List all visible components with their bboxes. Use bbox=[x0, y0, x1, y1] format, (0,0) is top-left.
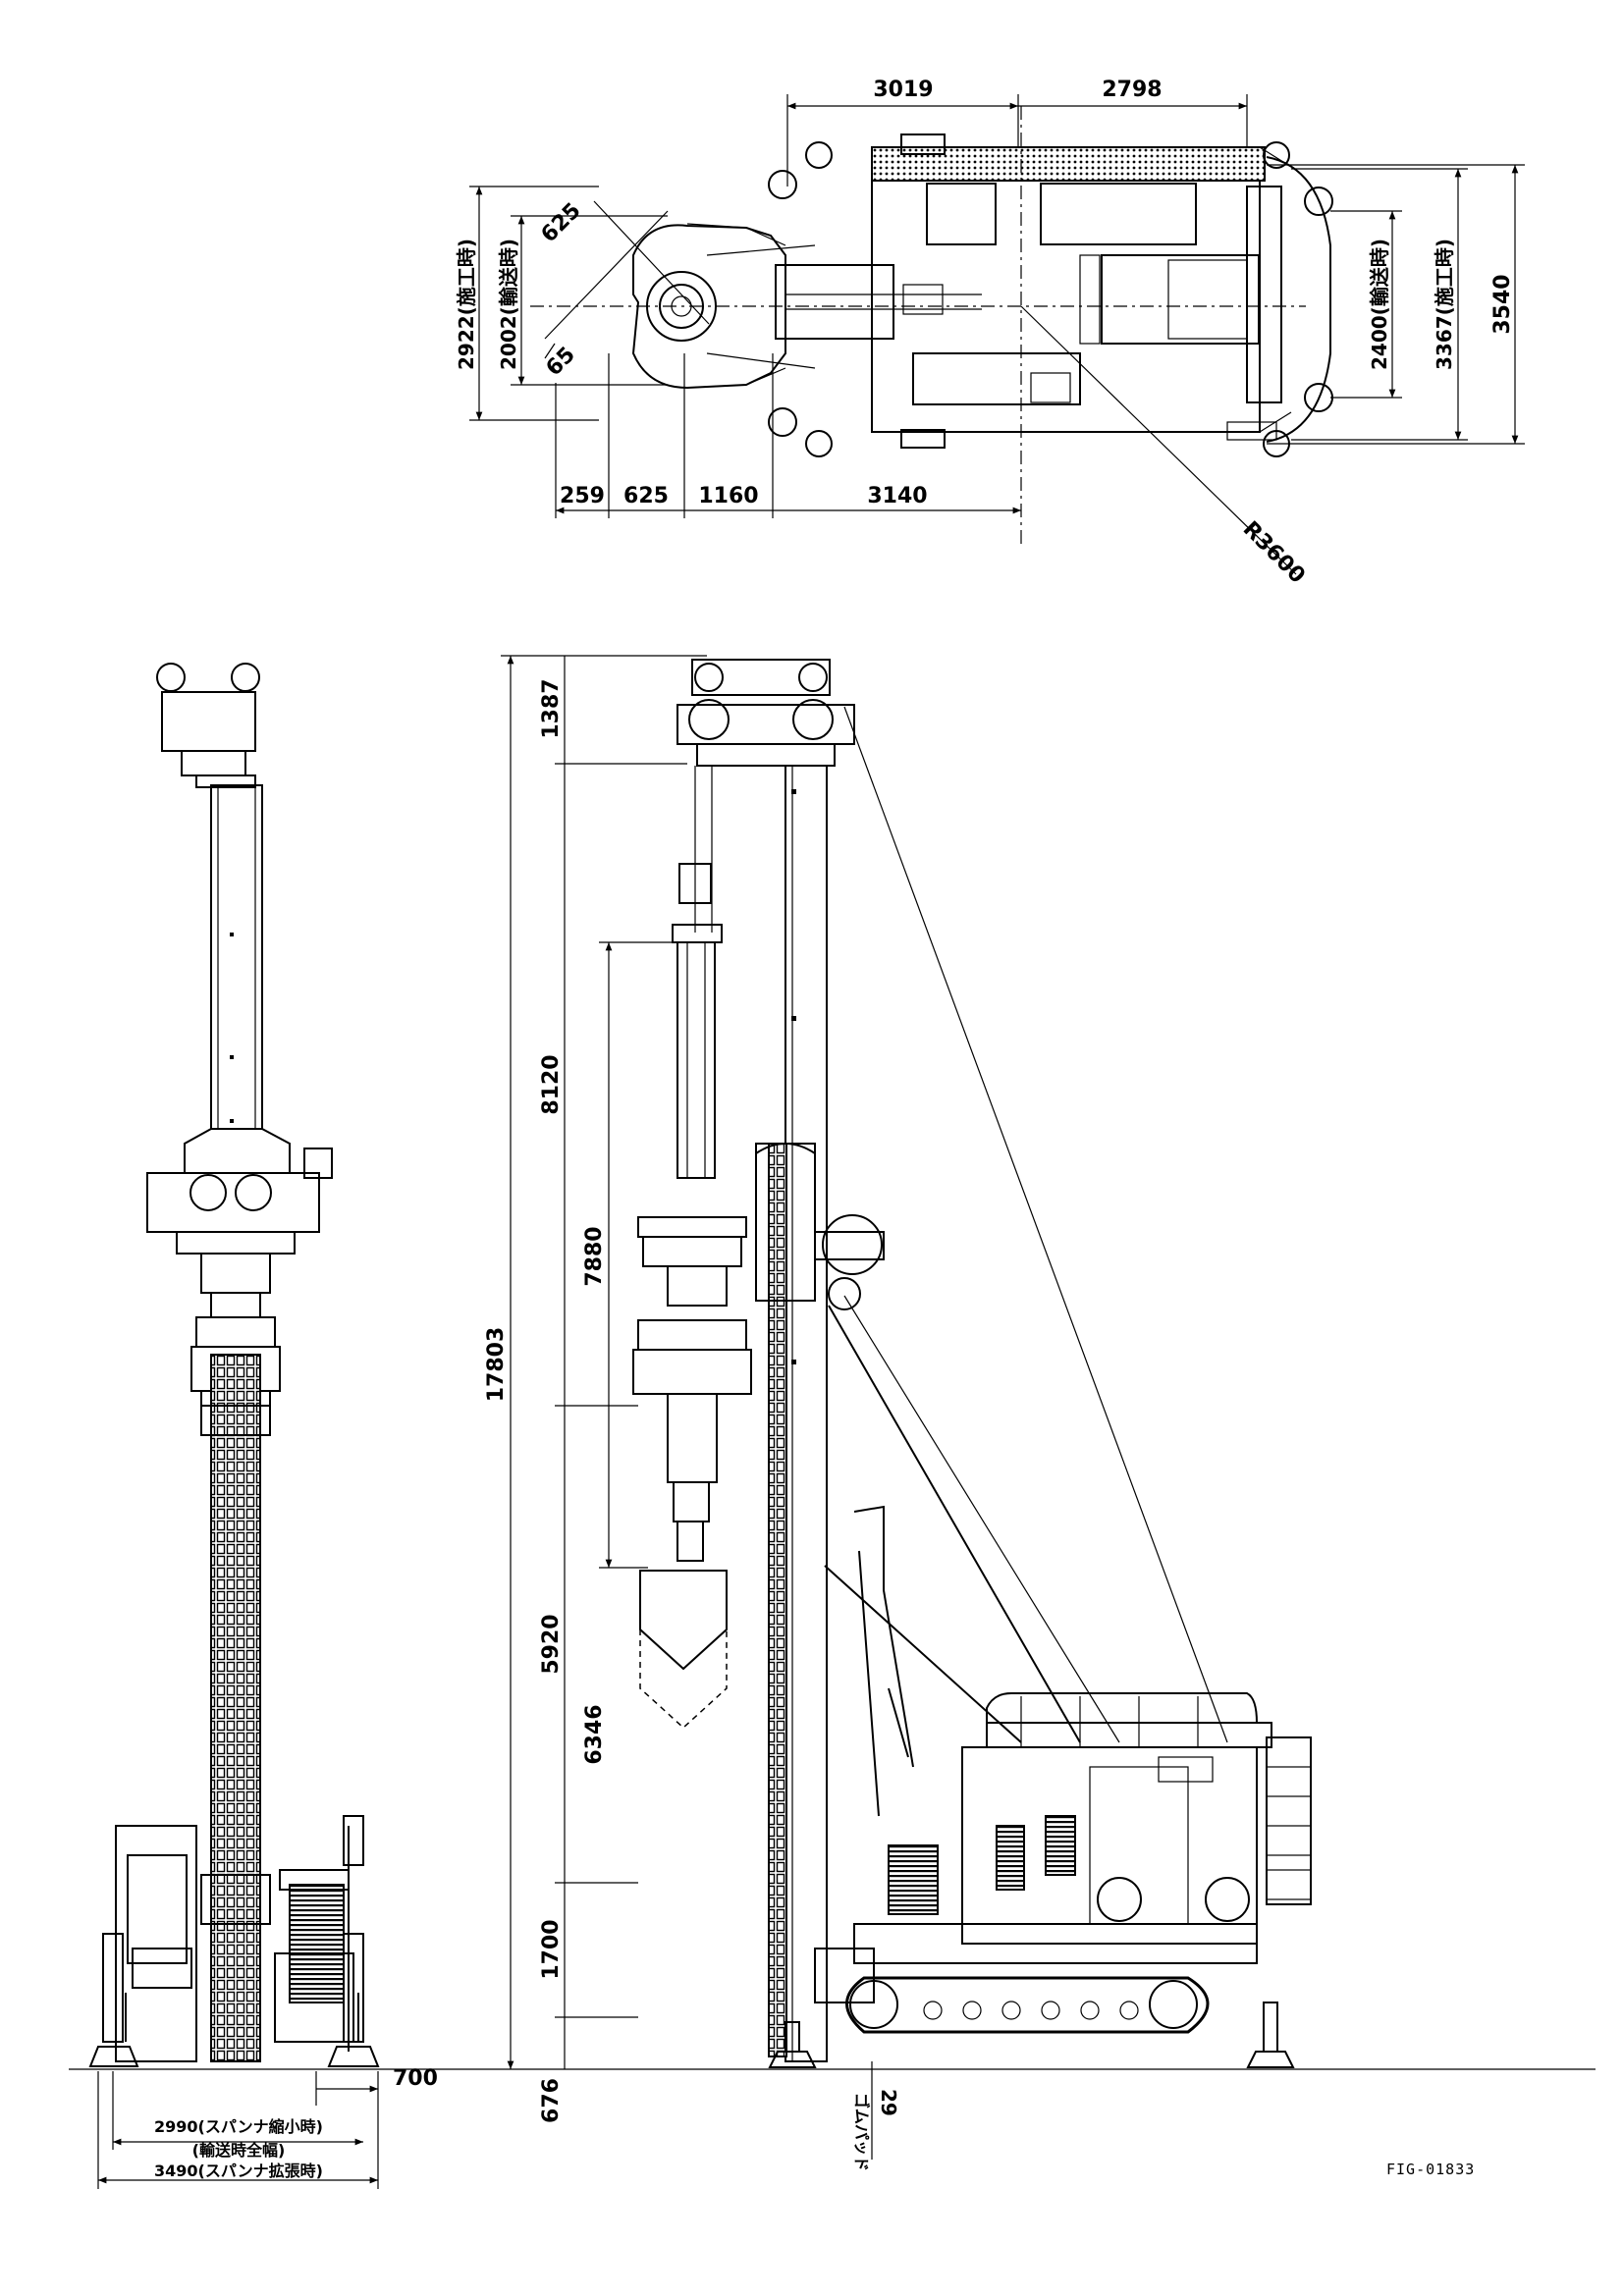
plan-dim-diag-625: 625 bbox=[537, 198, 586, 247]
plan-dim-bottom-3140: 3140 bbox=[867, 484, 927, 508]
plan-radius: R3600 bbox=[1238, 517, 1310, 589]
plan-dim-left-inner: 2002(輸送時) bbox=[497, 239, 520, 370]
side-dim-total: 17803 bbox=[484, 1327, 509, 1403]
side-dim-6346: 6346 bbox=[582, 1704, 607, 1764]
side-dim-5920: 5920 bbox=[539, 1614, 564, 1674]
plan-dim-right-middle: 3367(施工時) bbox=[1433, 239, 1456, 370]
plan-view: 3019 2798 bbox=[455, 78, 1525, 589]
front-dim-700: 700 bbox=[393, 2066, 438, 2091]
side-dim-7880: 7880 bbox=[582, 1226, 607, 1286]
plan-dim-right-inner: 2400(輸送時) bbox=[1368, 239, 1391, 370]
side-dim-1387: 1387 bbox=[539, 678, 564, 738]
side-dim-676: 676 bbox=[539, 2078, 564, 2123]
front-width-transport: (輸送時全幅) bbox=[192, 2141, 286, 2160]
plan-dim-top-right: 2798 bbox=[1102, 78, 1162, 102]
plan-outrigger-pads bbox=[768, 141, 1333, 457]
side-dim-1700: 1700 bbox=[539, 1919, 564, 1979]
plan-dim-bottom-1160: 1160 bbox=[698, 484, 758, 508]
plan-dim-bottom-259: 259 bbox=[560, 484, 605, 508]
front-width-max: 3490(スパンナ拡張時) bbox=[154, 2162, 323, 2180]
plan-dim-left-outer: 2922(施工時) bbox=[455, 239, 478, 370]
figure-code: FIG-01833 bbox=[1386, 2161, 1476, 2178]
plan-dim-top-left: 3019 bbox=[873, 78, 933, 102]
plan-dim-right-outer: 3540 bbox=[1490, 274, 1515, 334]
side-pad-dim: 29 bbox=[877, 2089, 900, 2116]
side-pad-label: ゴムパッド bbox=[852, 2093, 871, 2171]
front-width-min: 2990(スパンナ縮小時) bbox=[154, 2117, 323, 2136]
side-dim-8120: 8120 bbox=[539, 1054, 564, 1114]
side-view: 1387 8120 7880 5920 6346 1700 676 17803 bbox=[484, 655, 1312, 2171]
front-view: 700 2990(スパンナ縮小時) (輸送時全幅) 3490(スパンナ拡張時) bbox=[69, 663, 1596, 2189]
plan-dim-diag-65: 65 bbox=[542, 343, 580, 381]
plan-dim-bottom-625: 625 bbox=[623, 484, 669, 508]
